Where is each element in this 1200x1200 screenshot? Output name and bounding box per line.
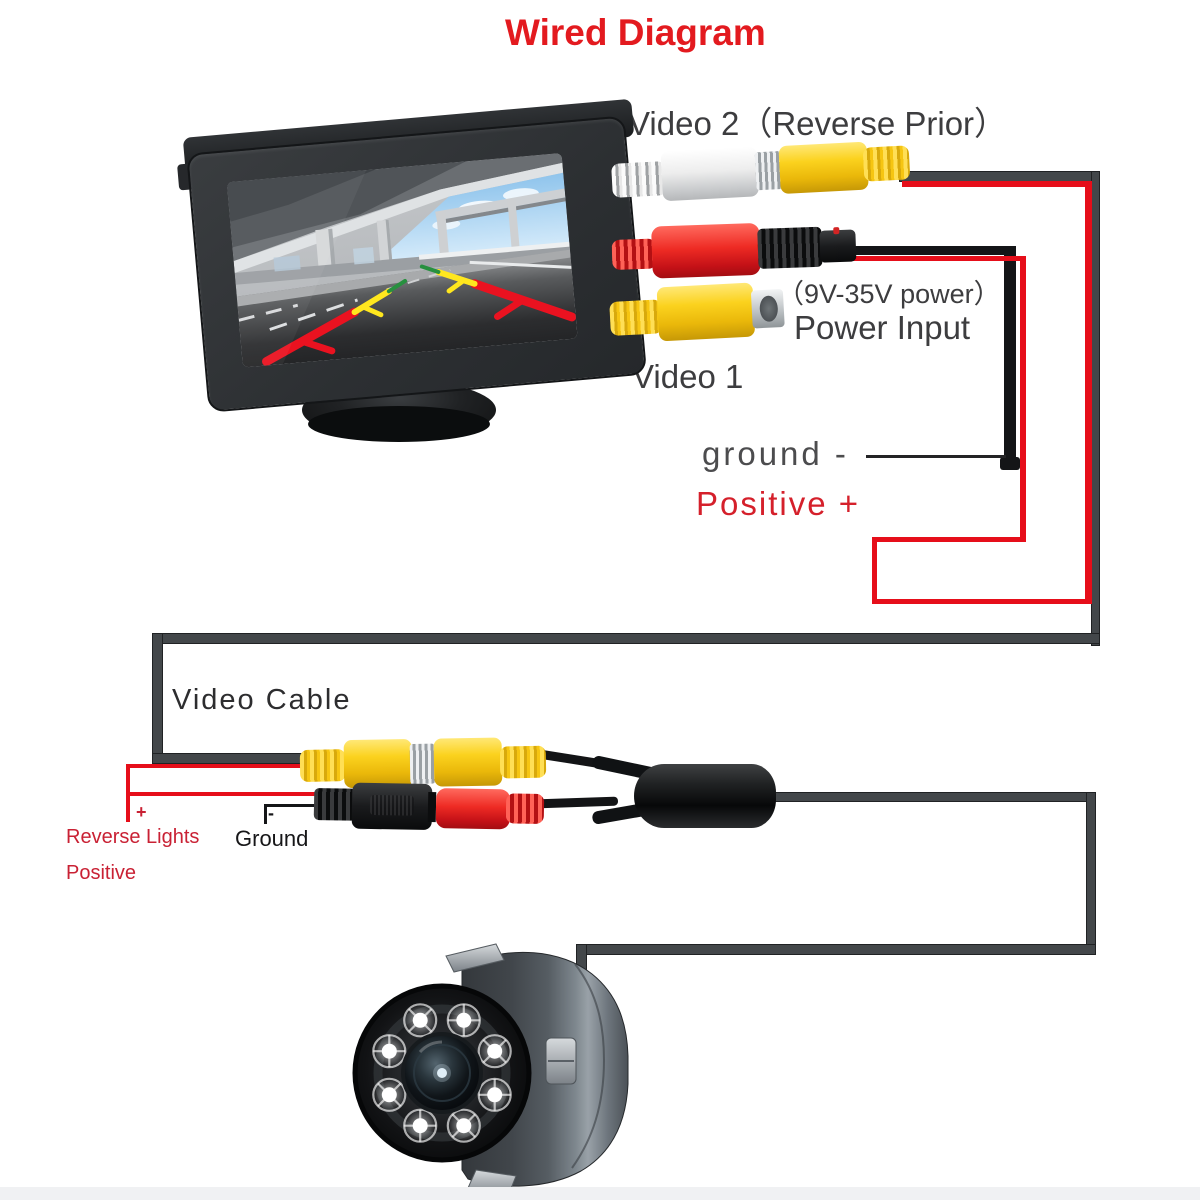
label-reverse-lights: Reverse Lights xyxy=(66,826,200,848)
camera-lens xyxy=(401,1032,483,1114)
screen-scene xyxy=(226,153,578,368)
label-plus-sign: + xyxy=(136,802,147,822)
label-ground: Ground xyxy=(235,826,309,851)
wire-positive-detour-top xyxy=(872,537,1026,542)
wire-camera-horizontal-top xyxy=(767,792,1095,802)
label-power-input: Power Input xyxy=(794,309,971,346)
wire-power-black-end-cap xyxy=(1000,457,1020,470)
yellow-rca-strain-relief xyxy=(862,145,911,182)
yellow-rca-coupler xyxy=(409,743,436,785)
wire-positive-detour-left xyxy=(872,537,877,604)
camera-top-clip xyxy=(445,943,505,973)
red-barrel-connector xyxy=(651,222,761,279)
yellow-rca-left-ribs xyxy=(299,749,347,782)
wire-video2-red-horizontal xyxy=(902,181,1092,187)
label-video2: Video 2（Reverse Prior） xyxy=(628,105,1008,142)
camera-face xyxy=(352,983,532,1163)
wire-to-video-cable xyxy=(152,753,312,764)
video-cable-tail-bottom xyxy=(535,796,619,809)
label-minus-sign: - xyxy=(268,803,274,823)
yellow-rca-left-body xyxy=(343,739,413,789)
wire-camera-horizontal-bottom xyxy=(577,944,1096,955)
ground-pointer-line xyxy=(866,455,1006,458)
dc-power-plug-ribs xyxy=(757,226,823,269)
label-positive-wire: Positive + xyxy=(696,485,860,522)
wire-power-black-vertical xyxy=(1004,246,1016,465)
camera-led-ring xyxy=(372,1003,512,1143)
wire-video2-vertical xyxy=(1091,171,1100,646)
label-positive: Positive xyxy=(66,862,137,884)
wire-video2-horizontal xyxy=(899,171,1100,182)
yellow-rca-right-ribs xyxy=(499,745,547,779)
video2-connector-pair xyxy=(608,134,911,212)
monitor-bezel xyxy=(186,115,648,413)
yellow-rca-right-body xyxy=(433,737,503,787)
wire-power-red-horizontal xyxy=(848,256,1026,261)
ground-bracket-vertical xyxy=(264,804,267,824)
video1-metal-tip xyxy=(750,288,785,329)
monitor xyxy=(177,98,652,415)
white-rca-connector xyxy=(660,146,760,202)
dc-plug-body xyxy=(351,782,433,831)
road-surface xyxy=(236,249,578,368)
yellow-rca-plug xyxy=(778,141,869,195)
page-title: Wired Diagram xyxy=(505,12,766,53)
screen-glare xyxy=(226,170,367,368)
red-connector-strain-relief xyxy=(611,238,657,270)
label-video1: Video 1 xyxy=(632,358,744,395)
overpass-structures xyxy=(226,153,571,285)
ground-bracket-horizontal xyxy=(264,804,324,807)
dc-plug-knurl xyxy=(369,794,415,816)
wire-positive-detour-bottom xyxy=(872,599,1092,604)
wire-main-horizontal xyxy=(152,633,1100,644)
video-cable-power-pair xyxy=(313,782,547,834)
monitor-screen xyxy=(226,153,578,368)
y-splitter-boot xyxy=(634,764,776,828)
image-bottom-edge xyxy=(0,1187,1200,1200)
wire-power-black-horizontal xyxy=(845,246,1016,255)
label-ground-wire: ground - xyxy=(702,435,849,472)
dc-plug-red-dot xyxy=(833,227,840,235)
video1-tip-bore xyxy=(759,295,779,323)
red-dc-socket xyxy=(435,788,511,830)
power-connector-pair xyxy=(611,215,861,284)
video1-strain-relief xyxy=(609,299,663,336)
white-rca-strain-relief xyxy=(611,161,667,198)
wire-power-red-vertical xyxy=(1020,256,1026,542)
video1-yellow-rca-jack xyxy=(656,282,756,342)
wire-camera-right-vertical xyxy=(1086,792,1096,954)
video1-connector xyxy=(608,277,791,348)
wire-reverse-trigger-top xyxy=(126,764,312,768)
label-video-cable: Video Cable xyxy=(172,684,352,716)
dc-plug-ribs xyxy=(313,788,357,821)
wire-main-left-vertical xyxy=(152,633,163,764)
rear-camera xyxy=(352,943,629,1197)
wire-reverse-trigger-bottom xyxy=(126,792,324,796)
dc-power-plug-tip xyxy=(819,227,857,263)
wire-video2-red-vertical xyxy=(1085,181,1092,603)
parking-guide-lines xyxy=(262,264,577,367)
monitor-stand-rim xyxy=(308,406,490,442)
label-power-voltage-note: （9V-35V power） xyxy=(777,279,1001,309)
red-dc-socket-ribs xyxy=(505,793,545,825)
